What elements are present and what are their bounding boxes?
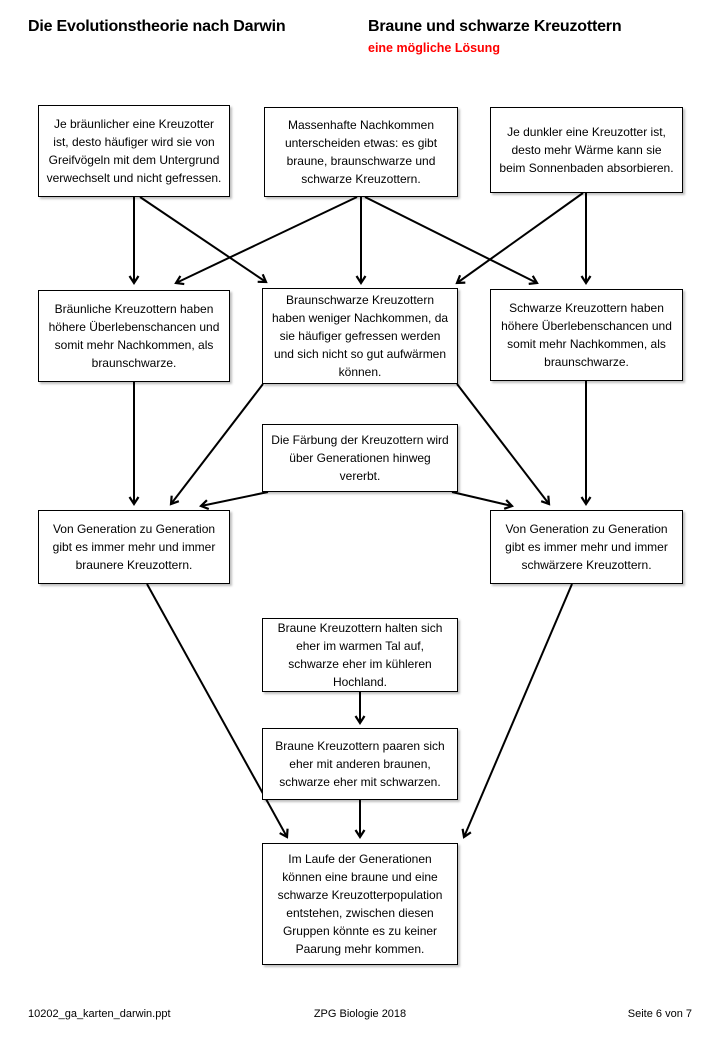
node-mehr-braunere: Von Generation zu Generation gibt es imm… [38, 510, 230, 584]
node-massenhafte-nachkommen: Massenhafte Nachkommen unterscheiden etw… [264, 107, 458, 197]
node-vererbung-faerbung: Die Färbung der Kreuzottern wird über Ge… [262, 424, 458, 492]
footer-source: ZPG Biologie 2018 [313, 1008, 407, 1020]
solution-subtitle: eine mögliche Lösung [368, 41, 500, 55]
edge-n5-n8 [456, 383, 551, 506]
footer-filename: 10202_ga_karten_darwin.ppt [28, 1008, 171, 1020]
edge-nf-n8 [451, 491, 514, 510]
edge-n1-n5 [139, 196, 268, 284]
edge-n8-n11 [461, 583, 573, 839]
node-mehr-schwaerzere: Von Generation zu Generation gibt es imm… [490, 510, 683, 584]
secondary-title: Braune und schwarze Kreuzottern [368, 18, 622, 35]
edge-n3-n5 [455, 192, 584, 285]
node-lebensraum-trennung: Braune Kreuzottern halten sich eher im w… [262, 618, 458, 692]
edge-n2-n4 [174, 196, 358, 286]
node-schwarze-ueberleben: Schwarze Kreuzottern haben höhere Überle… [490, 289, 683, 381]
page-title: Die Evolutionstheorie nach Darwin [28, 18, 286, 35]
edge-nf-n7 [199, 491, 269, 511]
footer-page-number: Seite 6 von 7 [627, 1008, 692, 1020]
edge-n5-n7 [169, 383, 264, 506]
edge-n2-n6 [364, 196, 539, 285]
node-braunschwarze-weniger: Braunschwarze Kreuzottern haben weniger … [262, 288, 458, 384]
node-paarungsverhalten: Braune Kreuzottern paaren sich eher mit … [262, 728, 458, 800]
node-tarnung-braun: Je bräunlicher eine Kreuzotter ist, dest… [38, 105, 230, 197]
node-waerme-absorption: Je dunkler eine Kreuzotter ist, desto me… [490, 107, 683, 193]
node-populationsbildung: Im Laufe der Generationen können eine br… [262, 843, 458, 965]
node-braeunliche-ueberleben: Bräunliche Kreuzottern haben höhere Über… [38, 290, 230, 382]
